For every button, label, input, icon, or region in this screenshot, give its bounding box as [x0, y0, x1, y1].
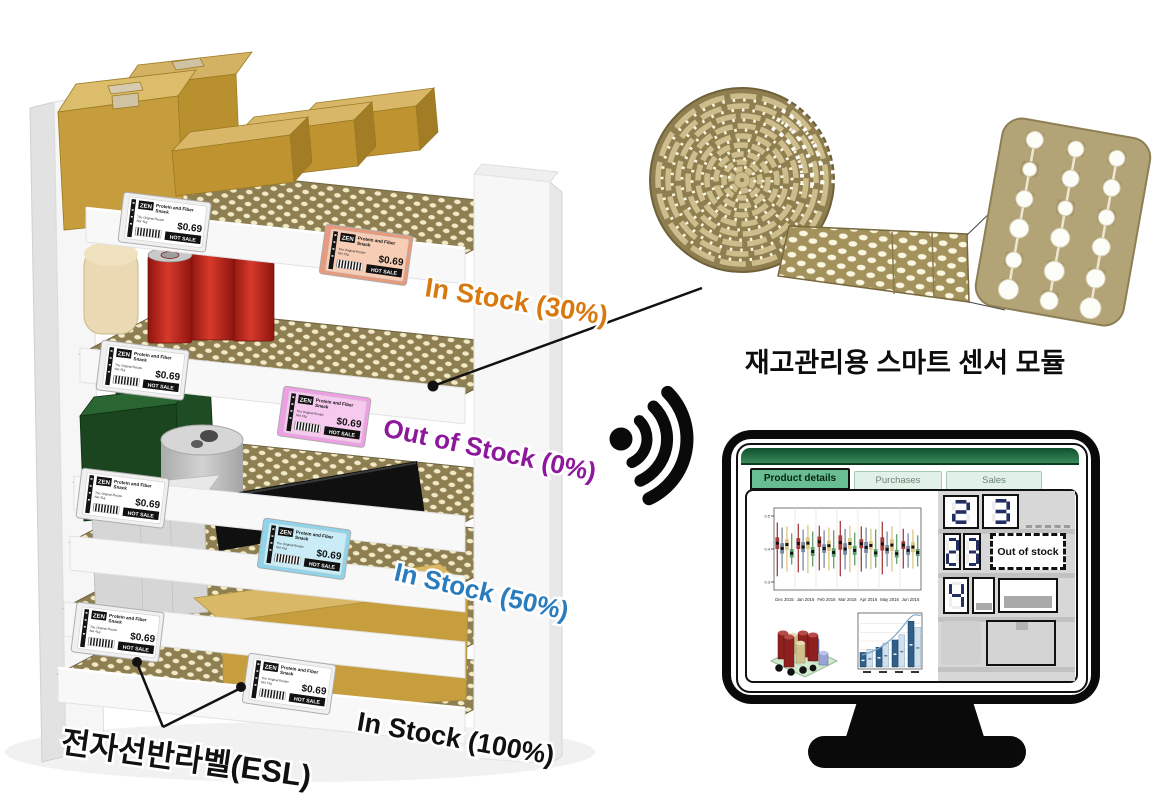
svg-text:May 2016: May 2016 — [880, 597, 899, 602]
esl-label-white-4 — [70, 601, 165, 663]
seven-segment-digit — [952, 500, 970, 524]
svg-text:0.5: 0.5 — [764, 514, 770, 519]
screen-header-bar — [741, 448, 1079, 465]
seven-segment-digit — [965, 537, 979, 566]
svg-text:Jan 2016: Jan 2016 — [797, 597, 815, 602]
svg-text:0.3: 0.3 — [764, 580, 770, 585]
svg-text:Mar 2016: Mar 2016 — [838, 597, 857, 602]
wifi-icon — [609, 385, 694, 506]
gray-tray-box — [986, 620, 1056, 666]
cardboard-boxes — [57, 51, 439, 231]
perforation-dots — [1026, 525, 1070, 528]
shelf-band — [938, 617, 1075, 622]
svg-text:Apr 2016: Apr 2016 — [860, 597, 878, 602]
svg-text:Dec 2015: Dec 2015 — [775, 597, 794, 602]
esl-label-white-1 — [117, 191, 212, 253]
shelf-band — [938, 529, 1075, 534]
digit-box — [982, 494, 1019, 529]
svg-text:Jun 2016: Jun 2016 — [902, 597, 920, 602]
sensor-module-caption: 재고관리용 스마트 센서 모듈 — [745, 348, 1066, 378]
seven-segment-digit — [991, 499, 1010, 524]
digit-box — [943, 533, 961, 570]
esl-callout-lines — [132, 657, 246, 729]
shelf-right-post — [473, 163, 563, 765]
empty-slot-box — [972, 577, 995, 614]
digit-box — [943, 577, 969, 614]
tab-purchases[interactable]: Purchases — [854, 471, 942, 490]
tab-sales[interactable]: Sales — [946, 471, 1042, 490]
sensor-pointer-line — [427, 286, 703, 392]
stock-status-panel: Out of stock — [938, 491, 1075, 681]
cylinder-3d-chart — [769, 630, 839, 678]
esl-label-white-3 — [75, 467, 170, 529]
shelf-band — [938, 573, 1075, 578]
out-of-stock-label: Out of stock — [997, 545, 1059, 558]
shelf-band — [938, 667, 1075, 672]
monitor-stand-base — [808, 736, 1026, 768]
sensor-patch — [974, 117, 1152, 327]
digit-box — [963, 533, 981, 570]
svg-text:0.4: 0.4 — [764, 547, 770, 552]
gray-bin — [941, 621, 981, 665]
monitor-stand-neck — [845, 700, 985, 740]
sales-bar-chart — [857, 612, 923, 673]
seven-segment-digit — [948, 582, 964, 609]
wide-slot-box — [998, 578, 1058, 613]
esl-label-white-2 — [95, 339, 190, 401]
digit-box — [943, 495, 979, 529]
seven-segment-digit — [945, 537, 959, 566]
tab-product-details[interactable]: Product details — [750, 468, 850, 490]
out-of-stock-box: Out of stock — [990, 533, 1066, 570]
svg-text:Feb 2016: Feb 2016 — [817, 597, 836, 602]
tab-bar: Product details Purchases Sales — [750, 468, 1042, 490]
sensor-roll — [649, 87, 1079, 311]
